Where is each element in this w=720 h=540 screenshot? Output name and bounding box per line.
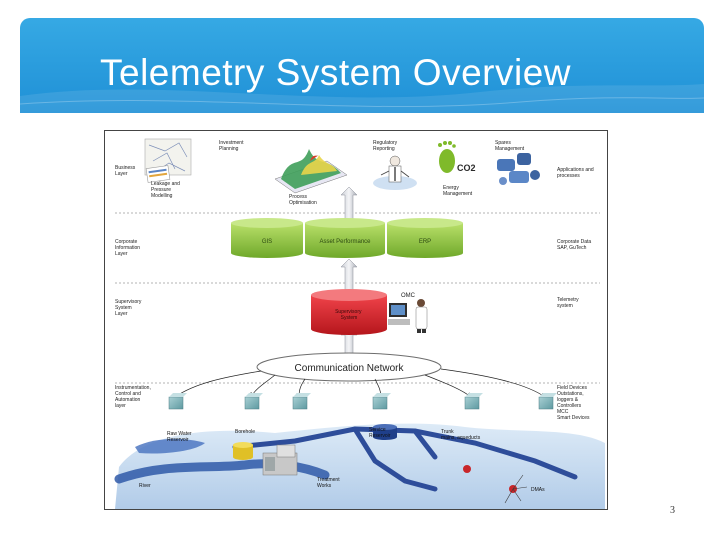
field-device-1 <box>168 393 187 410</box>
raw-water-reservoir-shape <box>135 438 205 454</box>
trunk-mains-label: Trunk mains, aqueducts <box>441 429 481 441</box>
service-reservoir-label: Service Reservoir <box>369 427 391 439</box>
banner-wave-decoration <box>20 84 704 113</box>
communication-network-cloud <box>256 352 442 382</box>
spares-label: Spares Management <box>495 140 525 152</box>
energy-label: Energy Management <box>443 185 473 197</box>
process-label: Process Optimisation <box>289 194 317 206</box>
database-asset-performance-label: Asset Performance <box>319 239 371 245</box>
field-device-2 <box>244 393 263 410</box>
left-label-business: Business Layer <box>115 165 137 177</box>
database-erp <box>387 218 463 258</box>
left-label-corporate: Corporate Information Layer <box>115 239 141 257</box>
link-to-device-6 <box>440 368 546 398</box>
link-to-device-1 <box>174 370 262 398</box>
treatment-works-building <box>262 444 298 476</box>
river <box>114 459 330 484</box>
telemetry-diagram-svg: Business Layer Corporate Information Lay… <box>114 138 605 509</box>
title-banner <box>20 18 704 113</box>
field-device-3 <box>292 393 311 410</box>
regulatory-figure-image <box>373 155 417 190</box>
slide-title: Telemetry System Overview <box>100 52 571 93</box>
communication-network-label: Communication Network <box>295 363 405 374</box>
trunk-mains <box>232 426 578 492</box>
database-gis-label: GIS <box>262 239 272 245</box>
database-gis <box>231 218 303 258</box>
database-erp-label: ERP <box>419 239 431 245</box>
page-number: 3 <box>670 505 675 516</box>
river-label: River <box>139 483 151 489</box>
right-label-corporate-data: Corporate Data SAP, GuTech <box>557 239 593 251</box>
left-label-supervisory: Supervisory System Layer <box>115 299 143 317</box>
field-device-4 <box>372 393 391 410</box>
database-asset-performance <box>305 218 385 258</box>
investment-label: Investment Planning <box>219 140 245 152</box>
regulatory-label: Regulatory Reporting <box>373 140 399 152</box>
telemetry-diagram: Business Layer Corporate Information Lay… <box>104 130 608 510</box>
service-reservoir-tank <box>373 424 397 440</box>
layer-separators <box>115 212 600 384</box>
spares-equipment-image <box>497 153 540 185</box>
dma-branches <box>504 474 528 504</box>
raw-water-reservoir-label: Raw Water Reservoir <box>167 431 193 443</box>
dmas-label: DMAs <box>531 487 545 493</box>
field-device-5 <box>464 393 483 410</box>
leakage-label: Leakage and Pressure Modelling <box>151 181 181 199</box>
treatment-works-label: Treatment Works <box>317 477 341 489</box>
co2-label: CO2 <box>457 163 476 173</box>
right-label-applications: Applications and processes <box>557 167 595 179</box>
borehole-tank <box>233 442 253 460</box>
process-optimisation-3d-plot <box>274 149 348 194</box>
scada-label: Supervisory System <box>335 309 363 321</box>
left-label-instrumentation: Instrumentation, Control and Automation … <box>115 385 152 409</box>
operator-workstation-image <box>388 299 428 333</box>
scada-database <box>311 289 387 335</box>
field-device-6 <box>538 393 557 410</box>
omc-label: OMC <box>401 293 416 299</box>
borehole-label: Borehole <box>235 429 255 435</box>
link-to-device-5 <box>424 374 472 398</box>
right-label-telemetry: Telemetry system <box>557 297 580 309</box>
co2-footprint-icon <box>438 141 456 173</box>
leakage-map-image <box>144 138 192 183</box>
water-network-map <box>114 423 605 509</box>
field-devices <box>168 393 557 410</box>
right-label-field-devices: Field Devices Outstations, loggers & Con… <box>557 385 590 421</box>
